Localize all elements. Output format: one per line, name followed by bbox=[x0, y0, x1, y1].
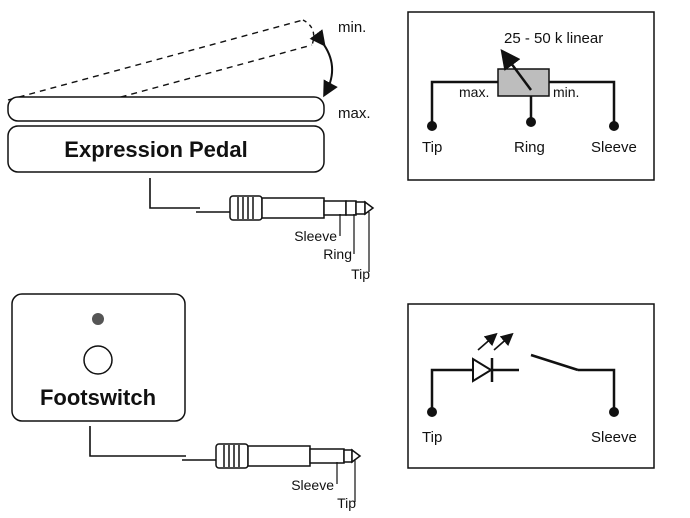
pot-max-label: max. bbox=[459, 84, 489, 100]
pedal-cable bbox=[149, 178, 200, 209]
pot-min-label: min. bbox=[553, 84, 579, 100]
pedal-body bbox=[7, 125, 325, 173]
potentiometer-symbol bbox=[497, 68, 550, 97]
pedal-jack-tip-label: Tip bbox=[351, 266, 370, 282]
potentiometer-schematic: 25 - 50 k linear max. min. Tip Ring Slee… bbox=[407, 11, 655, 181]
switch-tip-terminal bbox=[427, 407, 437, 417]
footswitch-jack-tip-label: Tip bbox=[337, 495, 356, 511]
pedal-jack-ring-label: Ring bbox=[323, 246, 352, 262]
pedal-min-label: min. bbox=[338, 19, 366, 36]
mono-jack-plug bbox=[215, 443, 362, 469]
pedal-jack-sleeve-label: Sleeve bbox=[294, 228, 337, 244]
pedal-min-outline bbox=[7, 19, 315, 101]
pot-tip-terminal bbox=[427, 121, 437, 131]
pot-sleeve-terminal bbox=[609, 121, 619, 131]
footswitch-jack-sleeve-label: Sleeve bbox=[291, 477, 334, 493]
pot-value-label: 25 - 50 k linear bbox=[504, 30, 603, 47]
footswitch: Footswitch Sleeve Tip bbox=[11, 293, 362, 511]
expression-pedal: min. max. Expression Pedal Sleeve Ring bbox=[7, 19, 375, 282]
switch-contact-icon bbox=[530, 353, 579, 372]
range-arrow-icon bbox=[309, 29, 338, 98]
switch-schematic: Tip Sleeve bbox=[407, 303, 655, 469]
footswitch-button bbox=[83, 345, 113, 375]
pedal-title: Expression Pedal bbox=[64, 137, 247, 162]
pot-ring-label: Ring bbox=[514, 139, 545, 156]
switch-sleeve-label: Sleeve bbox=[591, 429, 637, 446]
switch-tip-label: Tip bbox=[422, 429, 442, 446]
footswitch-title: Footswitch bbox=[40, 385, 156, 410]
led-diode-icon bbox=[472, 332, 514, 383]
pot-sleeve-label: Sleeve bbox=[591, 139, 637, 156]
led-indicator-icon bbox=[92, 313, 104, 325]
stereo-jack-plug bbox=[229, 195, 375, 221]
pedal-plate bbox=[7, 96, 325, 122]
switch-sleeve-terminal bbox=[609, 407, 619, 417]
footswitch-cable bbox=[89, 426, 186, 457]
pot-ring-terminal bbox=[526, 117, 536, 127]
pot-tip-label: Tip bbox=[422, 139, 442, 156]
pedal-max-label: max. bbox=[338, 105, 371, 122]
